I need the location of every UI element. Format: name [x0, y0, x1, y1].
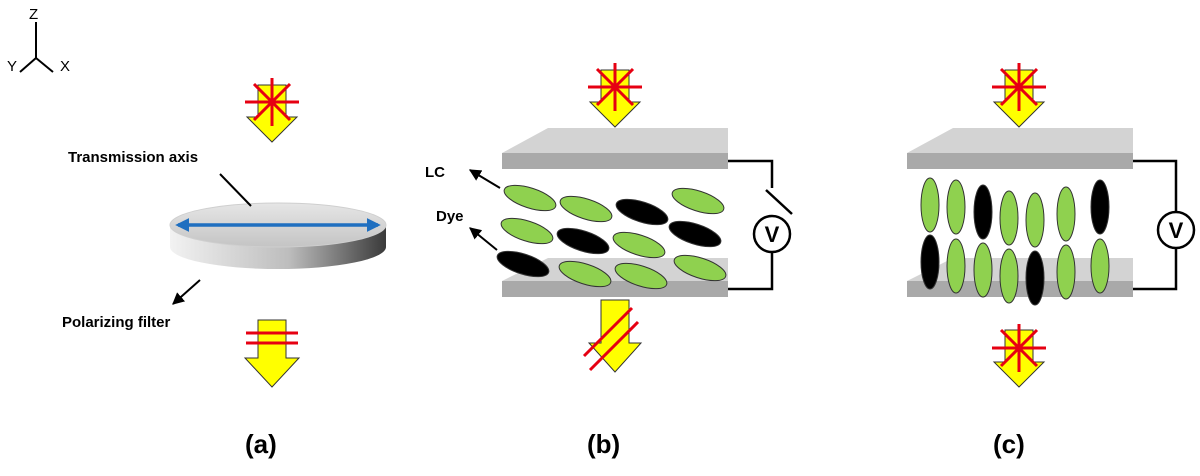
axis-x-label: X	[60, 58, 70, 75]
lc-molecule	[946, 179, 966, 235]
dye-pointer	[469, 227, 498, 251]
lc-molecule	[559, 195, 613, 223]
lc-molecule	[973, 242, 993, 298]
filter-pointer	[172, 279, 201, 305]
lc-molecule	[1025, 192, 1045, 248]
incoming-light-arrow-a	[245, 78, 299, 143]
lc-molecule	[500, 217, 554, 245]
dye-molecule	[920, 234, 940, 290]
lc-molecule	[614, 262, 668, 290]
transmission-axis-label: Transmission axis	[68, 149, 198, 166]
lc-molecule	[999, 190, 1019, 246]
voltmeter-b: V	[752, 214, 792, 254]
dye-molecule	[615, 198, 669, 226]
unpolarized-symbol-b	[588, 63, 642, 111]
lc-molecule-layer-c	[920, 177, 1110, 306]
panel-a: Transmission axis Polarizing filter (a)	[62, 78, 387, 459]
dye-label: Dye	[436, 208, 464, 225]
dye-molecule	[668, 220, 722, 248]
dye-molecule	[1025, 250, 1045, 306]
lc-molecule	[558, 260, 612, 288]
axis-z-label: Z	[29, 6, 38, 23]
lc-molecule	[946, 238, 966, 294]
dye-molecule	[496, 250, 550, 278]
open-switch	[765, 189, 793, 215]
circuit-c	[1133, 159, 1178, 291]
coordinate-axes: Z Y X	[7, 6, 70, 75]
caption-b: (b)	[587, 429, 620, 459]
lc-molecule	[920, 177, 940, 233]
lc-molecule	[671, 187, 725, 215]
lc-molecule	[1056, 186, 1076, 242]
top-electrode-c	[907, 128, 1133, 169]
outgoing-light-arrow-b	[582, 299, 643, 373]
panel-b: LC Dye V (b)	[425, 63, 793, 459]
dye-molecule	[1090, 179, 1110, 235]
incoming-light-arrow-c	[992, 63, 1046, 128]
outgoing-light-arrow-a	[243, 319, 301, 388]
lc-molecule-layer-b	[496, 184, 727, 290]
axis-y-label: Y	[7, 58, 17, 75]
dye-molecule	[556, 227, 610, 255]
top-electrode-b	[502, 128, 728, 169]
dye-molecule	[973, 184, 993, 240]
lc-pointer	[468, 169, 501, 189]
lc-label: LC	[425, 164, 445, 181]
polarizing-filter-label: Polarizing filter	[62, 314, 171, 331]
unpolarized-symbol-c-out	[992, 324, 1046, 372]
lc-molecule	[1090, 238, 1110, 294]
lc-molecule	[999, 248, 1019, 304]
transmission-pointer	[219, 173, 252, 207]
voltmeter-c-label: V	[1169, 218, 1184, 243]
voltmeter-c: V	[1156, 210, 1196, 250]
incoming-light-arrow-b	[588, 63, 642, 128]
panel-c: V (c)	[907, 63, 1196, 459]
lc-molecule	[503, 184, 557, 212]
polarizing-filter-disc	[169, 202, 387, 269]
polarized-symbol-b	[582, 306, 640, 372]
lc-molecule	[1056, 244, 1076, 300]
voltmeter-b-label: V	[765, 222, 780, 247]
lc-molecule	[612, 231, 666, 259]
unpolarized-symbol-a	[245, 78, 299, 126]
caption-c: (c)	[993, 429, 1025, 459]
circuit-b	[728, 159, 793, 291]
unpolarized-symbol-c	[992, 63, 1046, 111]
polarized-symbol-a	[246, 331, 298, 345]
outgoing-light-arrow-c	[992, 324, 1046, 388]
lc-molecule	[673, 254, 727, 282]
caption-a: (a)	[245, 429, 277, 459]
